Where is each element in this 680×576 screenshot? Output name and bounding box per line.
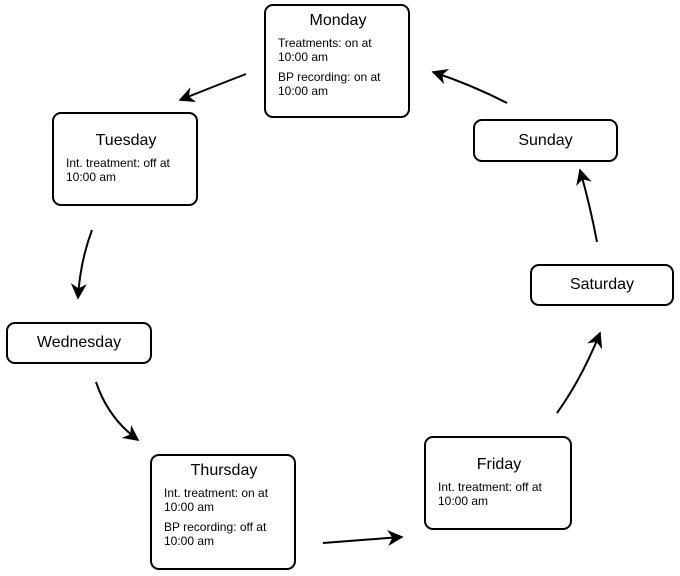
wednesday-title: Wednesday — [36, 334, 122, 351]
friday-title: Friday — [476, 456, 522, 473]
arrow-thursday-to-friday — [322, 530, 404, 547]
tuesday-box: Tuesday Int. treatment: off at 10:00 am — [52, 112, 198, 206]
arrow-monday-to-tuesday — [178, 73, 247, 103]
monday-note-treatments: Treatments: on at 10:00 am — [278, 36, 372, 64]
friday-box: Friday Int. treatment: off at 10:00 am — [424, 436, 572, 530]
saturday-box: Saturday — [530, 264, 674, 306]
friday-note-int-treatment: Int. treatment: off at 10:00 am — [438, 480, 542, 508]
tuesday-note-int-treatment: Int. treatment: off at 10:00 am — [66, 156, 170, 184]
thursday-note-bp-recording: BP recording: off at 10:00 am — [164, 520, 267, 548]
arrow-friday-to-saturday — [556, 331, 603, 414]
monday-box: Monday Treatments: on at 10:00 am BP rec… — [264, 4, 410, 118]
sunday-title: Sunday — [518, 131, 573, 149]
arrow-wednesday-to-thursday — [95, 381, 140, 441]
thursday-box: Thursday Int. treatment: on at 10:00 am … — [150, 454, 296, 570]
wednesday-box: Wednesday — [6, 322, 152, 364]
sunday-box: Sunday — [473, 119, 618, 162]
monday-title: Monday — [309, 12, 367, 29]
arrow-tuesday-to-wednesday — [70, 229, 93, 300]
thursday-title: Thursday — [190, 462, 258, 479]
tuesday-title: Tuesday — [95, 132, 157, 149]
arrow-saturday-to-sunday — [576, 168, 598, 243]
monday-note-bp-recording: BP recording: on at 10:00 am — [278, 70, 381, 98]
thursday-note-int-treatment: Int. treatment: on at 10:00 am — [164, 486, 269, 514]
saturday-title: Saturday — [569, 276, 635, 293]
arrow-sunday-to-monday — [431, 68, 508, 104]
